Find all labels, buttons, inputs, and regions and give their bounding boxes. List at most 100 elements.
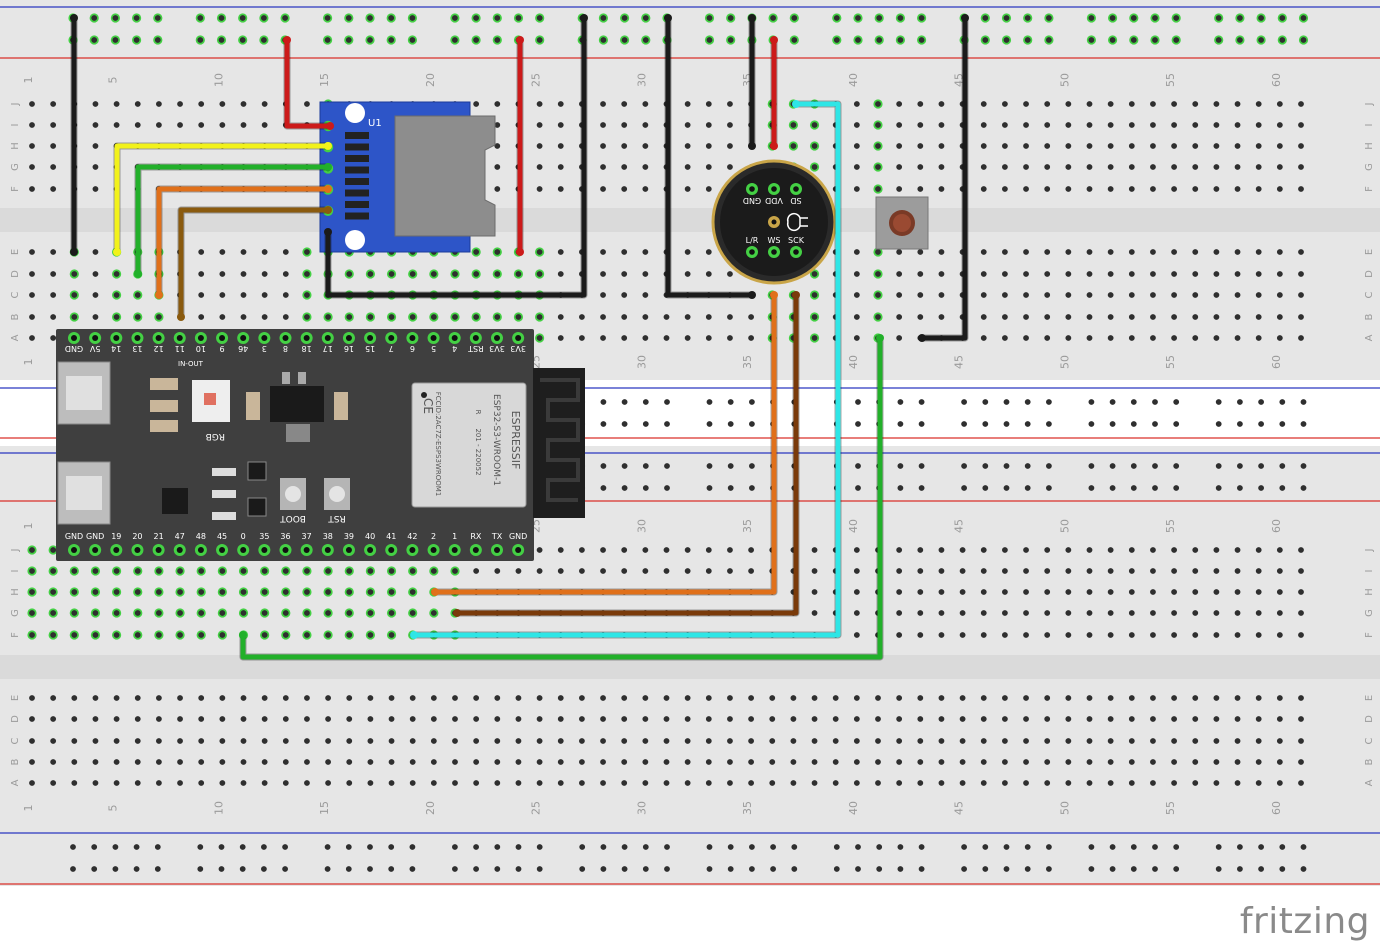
breadboard-hole xyxy=(261,249,268,255)
breadboard-hole xyxy=(1276,547,1283,553)
esp32-top-pin-label: 3V3 xyxy=(489,344,505,353)
breadboard-hole xyxy=(494,314,501,320)
rail-hole xyxy=(770,866,776,872)
breadboard-hole xyxy=(409,568,416,574)
breadboard-hole xyxy=(557,249,564,255)
breadboard-hole xyxy=(388,610,395,616)
esp32-top-pin-label: 7 xyxy=(389,344,394,353)
breadboard-hole xyxy=(473,101,480,107)
breadboard-hole xyxy=(198,589,205,595)
rail-hole xyxy=(833,866,840,872)
rail-hole xyxy=(1237,15,1243,21)
breadboard-hole xyxy=(1002,738,1008,744)
breadboard-hole xyxy=(959,759,966,765)
row-letter: J xyxy=(10,103,21,107)
breadboard-hole xyxy=(452,780,458,786)
row-letter: D xyxy=(1364,270,1375,278)
breadboard-hole xyxy=(156,610,162,616)
breadboard-hole xyxy=(1128,610,1135,616)
breadboard-hole xyxy=(536,780,543,786)
breadboard-hole xyxy=(388,695,395,701)
breadboard-hole xyxy=(1192,547,1199,553)
esp32-top-pin-label: 18 xyxy=(302,344,312,353)
breadboard-hole xyxy=(896,547,903,553)
rail-hole xyxy=(1173,15,1180,21)
breadboard-hole xyxy=(1171,249,1177,255)
rail-hole xyxy=(897,37,904,43)
breadboard-hole xyxy=(557,143,564,149)
breadboard-hole xyxy=(1192,738,1199,744)
rail-hole xyxy=(1024,399,1031,405)
breadboard-hole xyxy=(71,589,78,595)
breadboard-hole xyxy=(1023,314,1029,320)
esp32-top-pin-label: 13 xyxy=(132,344,142,353)
breadboard-hole xyxy=(1234,164,1241,170)
breadboard-hole xyxy=(790,122,797,128)
rail-hole xyxy=(982,866,989,872)
esp32-bottom-pin-hole xyxy=(388,547,395,553)
breadboard-hole xyxy=(1002,164,1008,170)
breadboard-hole xyxy=(92,101,99,107)
rail-hole xyxy=(1215,37,1222,43)
breadboard-hole xyxy=(177,695,183,701)
breadboard-hole xyxy=(1234,568,1241,574)
esp32-top-pin-hole xyxy=(345,335,352,341)
row-letter: C xyxy=(10,737,21,744)
breadboard-hole xyxy=(261,780,268,786)
breadboard-hole xyxy=(557,335,564,341)
breadboard-hole xyxy=(917,716,924,722)
breadboard-hole xyxy=(304,610,310,616)
rail-hole xyxy=(982,463,989,469)
mic-pin-label: GND xyxy=(743,196,761,205)
breadboard-hole xyxy=(1150,547,1156,553)
rail-hole xyxy=(473,15,479,21)
breadboard-hole xyxy=(1171,632,1177,638)
esp32-bottom-pin-hole xyxy=(261,547,268,553)
breadboard-hole xyxy=(388,716,395,722)
breadboard-hole xyxy=(811,589,818,595)
wire-yellow-sd-end xyxy=(324,142,332,150)
breadboard-hole xyxy=(1086,568,1093,574)
breadboard-hole xyxy=(1065,780,1072,786)
rail-hole xyxy=(91,866,98,872)
rail-hole xyxy=(791,37,798,43)
breadboard-hole xyxy=(1128,695,1135,701)
breadboard-hole xyxy=(1065,610,1072,616)
rail-hole xyxy=(367,844,373,850)
breadboard-hole xyxy=(1128,780,1135,786)
esp32-top-pin-label: 12 xyxy=(154,344,164,353)
breadboard-hole xyxy=(579,335,585,341)
breadboard-hole xyxy=(1171,780,1177,786)
breadboard-hole xyxy=(515,271,522,277)
mic-pin-hole xyxy=(749,186,755,192)
rail-hole xyxy=(282,844,288,850)
esp32-bottom-pin-hole xyxy=(92,547,99,553)
breadboard-hole xyxy=(1086,632,1093,638)
breadboard-hole xyxy=(705,716,712,722)
breadboard-hole xyxy=(1086,716,1093,722)
rail-hole xyxy=(1109,866,1116,872)
column-number: 30 xyxy=(635,73,648,87)
rail-hole xyxy=(197,37,204,43)
breadboard-hole xyxy=(1150,610,1156,616)
breadboard-hole xyxy=(1298,271,1304,277)
breadboard-hole xyxy=(304,101,310,107)
rail-hole xyxy=(706,463,713,469)
breadboard-hole xyxy=(727,738,733,744)
mic-pin-label: SCK xyxy=(788,236,805,245)
rail-hole xyxy=(536,866,543,872)
rail-hole xyxy=(791,866,798,872)
breadboard-hole xyxy=(853,292,860,298)
breadboard-hole xyxy=(1107,271,1114,277)
breadboard-hole xyxy=(727,335,733,341)
breadboard-hole xyxy=(71,568,78,574)
breadboard-hole xyxy=(1192,314,1199,320)
rail-hole xyxy=(1024,463,1031,469)
esp32-bottom-pin-label: 39 xyxy=(344,532,354,541)
rail-hole xyxy=(621,866,628,872)
rail-hole xyxy=(833,844,840,850)
breadboard-hole xyxy=(917,738,924,744)
breadboard-hole xyxy=(1255,759,1262,765)
breadboard-hole xyxy=(29,547,35,553)
esp32-top-pin-hole xyxy=(282,335,289,341)
